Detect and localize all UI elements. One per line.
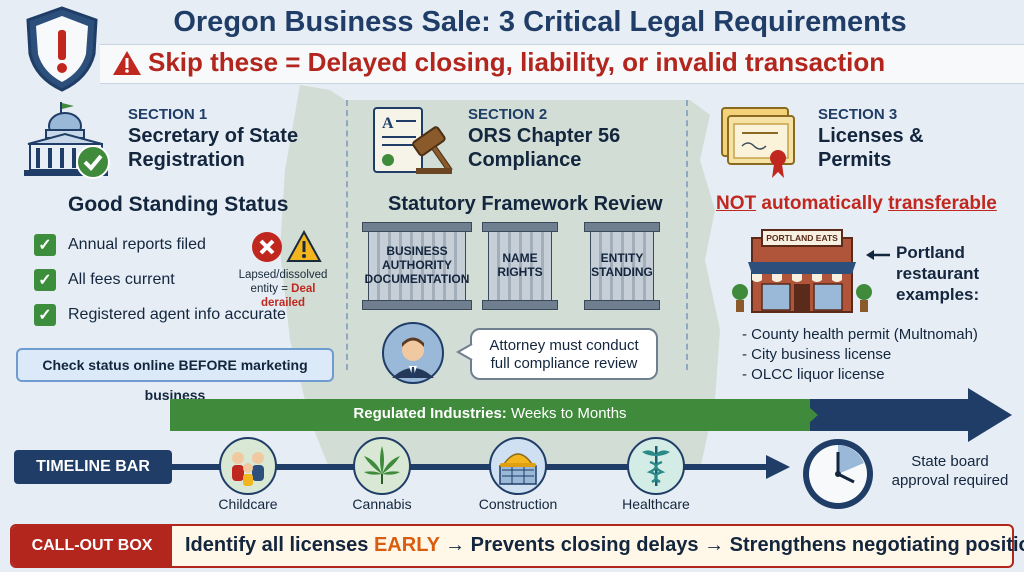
section3-title-line1: Licenses & [818, 125, 924, 147]
pillar-label-line: BUSINESS [386, 244, 448, 258]
x-circle-icon [252, 232, 282, 262]
section2-label: SECTION 2 [468, 106, 548, 123]
checklist-item: ✓ All fees current [34, 269, 175, 291]
section2-title-line2: Compliance [468, 149, 582, 171]
timeline-line [160, 455, 790, 479]
clock-icon [803, 439, 873, 509]
pillar-label-line: NAME [502, 251, 538, 265]
section1-title-line1: Secretary of State [128, 125, 299, 147]
speech-bubble-tail [456, 343, 473, 361]
construction-helmet-icon [489, 437, 547, 495]
section1-label: SECTION 1 [128, 106, 208, 123]
lapsed-text-2: entity = [250, 283, 292, 295]
checklist-item: ✓ Annual reports filed [34, 234, 206, 256]
checklist-item-label: Registered agent info accurate [68, 306, 286, 323]
examples-heading-line: Portland [896, 243, 965, 262]
svg-text:A: A [382, 115, 394, 132]
pillar-label-line: STANDING [591, 265, 653, 279]
lapsed-entity-note: Lapsed/dissolved entity = Deal derailed [228, 268, 338, 310]
lapsed-text: Lapsed/dissolved [238, 269, 328, 281]
checkmark-badge-icon [76, 145, 110, 179]
pillar-label: ENTITY STANDING [584, 251, 660, 279]
regulated-industries-bar [170, 399, 810, 431]
section1-title-line2: Registration [128, 149, 245, 171]
regulated-bold: Regulated Industries: [353, 405, 507, 422]
statutory-framework-heading: Statutory Framework Review [388, 193, 663, 215]
license-certificate-icon [721, 107, 795, 178]
industry-label-cannabis: Cannabis [352, 496, 412, 512]
examples-heading-line: examples: [896, 285, 980, 304]
checkbox-icon: ✓ [34, 234, 56, 256]
portland-eats-sign: PORTLAND EATS [766, 233, 838, 243]
pillar-label-line: DOCUMENTATION [364, 272, 470, 286]
pillar-label: BUSINESS AUTHORITY DOCUMENTATION [362, 244, 472, 286]
pillar-label-line: ENTITY [600, 251, 644, 265]
transferable-text: transferable [888, 193, 997, 214]
pillar-name-rights [482, 222, 558, 312]
section3-label: SECTION 3 [818, 106, 898, 123]
cannabis-leaf-icon [353, 437, 411, 495]
license-example-list: - County health permit (Multnomah) - Cit… [742, 325, 978, 385]
timeline-arrow-navy [790, 388, 1012, 442]
page-title: Oregon Business Sale: 3 Critical Legal R… [173, 6, 907, 38]
callout-early: EARLY [373, 534, 440, 556]
attorney-avatar [382, 322, 444, 384]
list-item: - County health permit (Multnomah) [742, 326, 978, 343]
attorney-speech-bubble: Attorney must conduct full compliance re… [470, 328, 658, 380]
bubble-line: full compliance review [490, 355, 638, 372]
caduceus-healthcare-icon [627, 437, 685, 495]
state-board-note: State board approval required [880, 452, 1020, 490]
section3-title-line2: Permits [818, 149, 892, 171]
timeline-bar-label: TIMELINE BAR [14, 450, 172, 484]
warning-triangle-icon [113, 51, 141, 75]
pillar-label: NAME RIGHTS [482, 251, 558, 279]
warning-banner [100, 44, 1024, 84]
section-divider [346, 100, 348, 370]
deal-derailed-text: Deal derailed [260, 283, 316, 309]
legal-document-gavel-icon: A [373, 107, 453, 174]
checklist-item-label: Annual reports filed [68, 236, 206, 253]
callout-box-label: CALL-OUT BOX [12, 526, 172, 566]
childcare-icon [219, 437, 277, 495]
callout-text-pre: Identify all licenses [185, 534, 374, 556]
checklist-item: ✓ Registered agent info accurate [34, 304, 286, 326]
not-transferable-heading: NOT automatically transferable [716, 193, 997, 215]
check-status-button[interactable]: Check status online BEFORE marketing bus… [16, 348, 334, 403]
callout-text-post: → Prevents closing delays → Strengthens … [439, 534, 1024, 556]
arrow-left-icon [866, 250, 890, 260]
pillar-entity-standing [584, 222, 660, 312]
shield-warning-icon [26, 6, 98, 92]
list-item: - City business license [742, 346, 892, 363]
industry-label-healthcare: Healthcare [622, 496, 690, 512]
portland-examples-heading: Portland restaurant examples: [896, 242, 979, 305]
capitol-building-icon [24, 102, 108, 176]
restaurant-storefront-icon [732, 229, 872, 313]
good-standing-heading: Good Standing Status [68, 193, 289, 216]
regulated-rest: Weeks to Months [506, 405, 627, 422]
list-item: - OLCC liquor license [742, 366, 885, 383]
not-text: NOT [716, 193, 757, 214]
industry-label-construction: Construction [478, 496, 558, 512]
automatically-text: automatically [756, 193, 889, 214]
warning-triangle-icon [286, 230, 322, 262]
state-board-line: approval required [891, 472, 1009, 489]
examples-heading-line: restaurant [896, 264, 980, 283]
pillar-business-authority [362, 222, 472, 312]
warning-text: Skip these = Delayed closing, liability,… [148, 47, 886, 77]
bubble-line: Attorney must conduct [489, 337, 639, 354]
industry-label-childcare: Childcare [218, 496, 278, 512]
callout-text: Identify all licenses EARLY → Prevents c… [185, 534, 1024, 557]
checkbox-icon: ✓ [34, 304, 56, 326]
checkbox-icon: ✓ [34, 269, 56, 291]
regulated-industries-text: Regulated Industries: Weeks to Months [170, 405, 810, 422]
section-divider [686, 100, 688, 370]
checklist-item-label: All fees current [68, 271, 175, 288]
green-bar-arrowhead [800, 399, 818, 431]
state-board-line: State board [911, 453, 989, 470]
section2-title-line1: ORS Chapter 56 [468, 125, 621, 147]
pillar-label-line: AUTHORITY [382, 258, 452, 272]
pillar-label-line: RIGHTS [497, 265, 543, 279]
callout-box [10, 524, 1014, 568]
